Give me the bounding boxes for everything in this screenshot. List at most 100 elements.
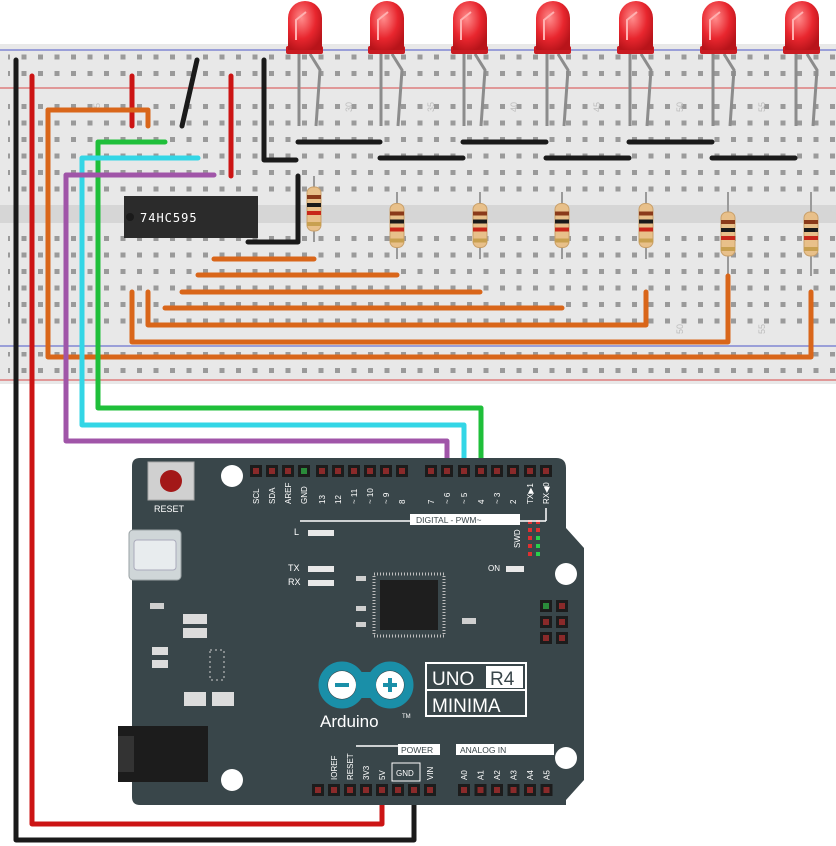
resistor-band [473,227,487,232]
icsp-header [540,600,568,644]
smd-3 [183,628,207,638]
digital-pin-label: ~ 3 [493,492,502,504]
wire-purple-pin6 [63,172,450,478]
smd-4 [152,647,168,655]
analog-pin-label: A4 [526,770,535,780]
chip-body [124,196,258,238]
analog-pin-socket [494,787,500,793]
tx-led [308,566,334,572]
digital-label: DIGITAL - PWM~ [416,515,481,525]
model-badge-bg [486,666,523,688]
led-dome [702,1,736,50]
wire-red-5v [29,73,385,827]
digital-pin-socket [510,468,516,474]
resistor-band [639,227,653,232]
icsp-pin-socket [543,603,549,609]
led-1[interactable] [286,1,323,127]
reset-button[interactable] [160,470,182,492]
power-pin-label: 3V3 [362,765,371,780]
analog-pin-label: A0 [460,770,469,780]
analog-pin-socket [461,787,467,793]
led-array [286,1,820,127]
resistor-4[interactable] [554,192,570,259]
wire-orange-q7 [45,107,814,360]
arduino-board[interactable]: RESET L TX RX ON SWD [118,458,584,805]
digital-pin-label: 8 [398,499,407,504]
digital-pin-label: TX▶1 [526,483,535,504]
digital-pin-socket [253,468,259,474]
resistor-1[interactable] [306,176,322,242]
led-dome [370,1,404,50]
analog-label-box [456,744,554,755]
resistor-band [390,211,404,216]
led-leg-anode [639,53,653,127]
digital-pin-socket [301,468,307,474]
digital-pin-label: SDA [268,487,277,504]
led-leg-anode [473,53,487,127]
smd-1 [150,603,164,609]
led-2[interactable] [368,1,405,127]
led-glint [709,11,721,40]
on-led [506,566,524,572]
swd-pin [528,528,532,532]
resistor-band [639,219,653,224]
smd-6 [184,692,206,706]
led-6[interactable] [700,1,737,127]
breadboard-jumpers [13,57,814,843]
rx-led [308,580,334,586]
l-led [308,530,334,536]
dc-jack-face [118,736,134,772]
led-5[interactable] [617,1,654,127]
logo-plus-v [388,678,392,692]
model-line2: MINIMA [432,696,501,717]
resistor-5[interactable] [638,192,654,259]
chip-label: 74HC595 [140,211,198,225]
shift-register-chip[interactable]: 74HC595 [124,196,258,238]
resistor-band [639,211,653,216]
digital-pin-label: 7 [427,499,436,504]
led-3[interactable] [451,1,488,127]
resistor-3[interactable] [472,192,488,259]
digital-pin-label: 13 [318,495,327,504]
rx-led-label: RX [288,577,301,587]
smd-mcu-2 [356,606,366,611]
analog-pin-socket [543,787,550,793]
power-pin-socket [363,787,369,793]
chip-notch [126,213,134,221]
digital-pin-label: ~ 10 [366,488,375,504]
power-pin-socket [331,787,337,793]
led-leg-anode [556,53,570,127]
digital-pin-socket [527,468,533,474]
resistor-band [721,236,735,240]
smd-8 [209,649,225,681]
digital-pin-socket [383,468,389,474]
digital-pin-label: 2 [509,499,518,504]
led-7[interactable] [783,1,820,127]
resistor-2[interactable] [389,192,405,259]
led-leg-anode [390,53,404,127]
resistor-band [307,195,321,199]
digital-pin-socket [543,468,549,474]
board-pcb [132,458,584,805]
swd-pin [536,536,540,540]
power-pin-label: IOREF [330,755,339,780]
resistor-band [307,222,321,226]
model-badge: R4 [490,669,515,690]
mount-hole-tr [555,563,577,585]
logo-bridge [356,672,376,698]
resistor-band [555,238,569,243]
digital-pin-socket [461,468,467,474]
led-4[interactable] [534,1,571,127]
led-dome [536,1,570,50]
resistor-band [639,238,653,243]
resistor-band [804,247,818,251]
column-label-40: 40 [509,102,519,112]
swd-pin [528,520,532,524]
resistor-7[interactable] [803,192,819,276]
power-pin-label: 5V [378,770,387,780]
swd-pin [528,552,532,556]
digital-pin-label: ~ 9 [382,492,391,504]
resistor-band [307,211,321,215]
resistor-6[interactable] [720,192,736,276]
resistor-band [721,220,735,224]
